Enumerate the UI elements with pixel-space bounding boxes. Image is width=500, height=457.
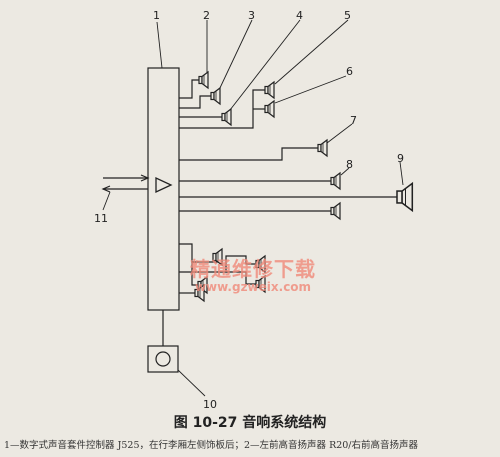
amplifier-symbol — [155, 176, 173, 194]
speaker-icon — [330, 172, 341, 190]
label-10: 10 — [203, 398, 217, 411]
large-speaker-icon — [396, 181, 414, 213]
watermark-url: www.gzweix.com — [194, 280, 312, 294]
wire-3 — [179, 95, 211, 109]
label-3: 3 — [248, 9, 255, 22]
label-6: 6 — [346, 65, 353, 78]
label-7: 7 — [350, 114, 357, 127]
wire-lower-e — [226, 271, 256, 285]
leader-4 — [229, 19, 301, 111]
component-10-box — [147, 345, 179, 373]
leader-5 — [274, 19, 349, 85]
speaker-icon — [317, 139, 328, 157]
label-4: 4 — [296, 9, 303, 22]
input-arrow-top — [140, 174, 150, 182]
label-1: 1 — [153, 9, 160, 22]
speaker-icon — [221, 108, 232, 126]
wire-2 — [179, 79, 199, 99]
leader-9 — [399, 161, 404, 186]
figure-legend: 1—数字式声音套件控制器 J525，在行李厢左侧饰板后；2—左前高音扬声器 R2… — [4, 440, 419, 451]
label-5: 5 — [344, 9, 351, 22]
label-8: 8 — [346, 158, 353, 171]
speaker-icon — [330, 202, 341, 220]
watermark-title: 精通维修下载 — [190, 257, 316, 281]
watermark: 精通维修下载 www.gzweix.com — [168, 258, 338, 294]
leader-10 — [177, 369, 206, 397]
wire-7 — [179, 147, 318, 161]
speaker-icon — [264, 81, 275, 99]
input-arrow-bottom — [101, 185, 111, 193]
leader-11 — [102, 191, 111, 211]
leader-3 — [218, 19, 253, 91]
speaker-icons — [194, 71, 414, 302]
wire-lower-d — [179, 255, 256, 273]
speaker-icon — [264, 100, 275, 118]
speaker-icon — [210, 87, 221, 105]
figure-caption: 图 10-27 音响系统结构 — [173, 415, 327, 431]
speaker-icon — [198, 71, 209, 89]
component-10-circle — [155, 351, 171, 367]
leader-7 — [326, 123, 353, 144]
label-9: 9 — [397, 152, 404, 165]
label-11: 11 — [94, 212, 108, 225]
label-2: 2 — [203, 9, 210, 22]
leader-8 — [340, 167, 350, 176]
leader-1 — [156, 21, 163, 69]
leader-6 — [274, 75, 347, 104]
wire-lower-b — [191, 262, 198, 286]
